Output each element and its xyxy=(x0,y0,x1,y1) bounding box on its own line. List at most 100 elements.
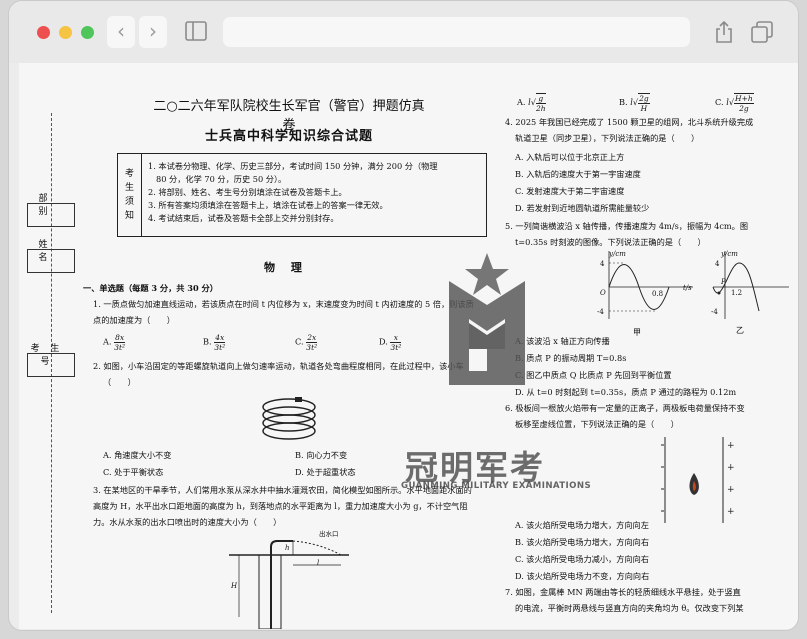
graph1-xlabel: t/s xyxy=(683,284,692,292)
q6-stem: 6. 极板间一根放火焰带有一定量的正离子，两极板电荷量保持不变 xyxy=(505,403,745,413)
fig-l-label: l xyxy=(317,559,320,567)
q6-option-d[interactable]: D. 该火焰所受电场力不变，方向向右 xyxy=(515,571,650,581)
graph1-top: 4 xyxy=(600,260,605,268)
guanming-logo-icon xyxy=(449,253,525,385)
exam-no-label: 考 生 号 xyxy=(30,344,64,367)
svg-text:+: + xyxy=(727,441,735,451)
q2-option-a[interactable]: A. 角速度大小不变 xyxy=(103,450,172,460)
dept-field[interactable] xyxy=(27,203,75,227)
graph1-ylabel: y/cm xyxy=(609,250,626,258)
q5-option-d[interactable]: D. 从 t=0 时刻起到 t=0.35s，质点 P 通过的路程为 0.12m xyxy=(515,387,737,397)
fig-h-label: h xyxy=(285,544,290,552)
water-pump-figure xyxy=(229,540,349,629)
name-label: 姓 名 xyxy=(38,240,56,263)
q5-stem-2: t=0.35s 时刻波的图像。下列说法正确的是（ ） xyxy=(515,237,706,247)
q5-option-b[interactable]: B. 质点 P 的振动周期 T=0.8s xyxy=(515,353,627,363)
browser-window: ‹ › 部 别 姓 名 考 生 号 二○二六年军队院校生长军官（警官）押题仿真卷… xyxy=(8,0,799,631)
q4-stem-2: 轨道卫星（同步卫星），下列说法正确的是（ ） xyxy=(515,133,700,143)
graph1-tick: 0.8 xyxy=(652,290,664,298)
q7-stem: 7. 如图，金属棒 MN 两端由等长的轻质细线水平悬挂，处于竖直 xyxy=(505,587,741,597)
wave-graph-yi xyxy=(712,251,789,319)
name-field[interactable] xyxy=(27,249,75,273)
q4-option-d[interactable]: D. 若发射到近地圆轨道所需能量较少 xyxy=(515,203,650,213)
q4-option-c[interactable]: C. 发射速度大于第二宇宙速度 xyxy=(515,186,625,196)
share-icon[interactable] xyxy=(714,21,734,43)
svg-text:+: + xyxy=(727,507,735,517)
exam-notice-box: 考 生 须 知 1. 本试卷分物理、化学、历史三部分，考试时间 150 分钟，满… xyxy=(117,153,487,237)
notice-item: 2. 将部别、姓名、考生号分别填涂在试卷及答题卡上。 xyxy=(148,187,347,197)
graph2-caption: 乙 xyxy=(736,326,744,335)
q7-stem-2: 的电流，平衡时两悬线与竖直方向的夹角均为 θ。仅改变下列某 xyxy=(515,603,744,613)
wave-graph-jia xyxy=(608,251,693,319)
q2-option-b[interactable]: B. 向心力不变 xyxy=(295,450,348,460)
sidebar-toggle-icon[interactable] xyxy=(185,21,207,41)
spiral-track-figure xyxy=(262,397,316,440)
q4-stem: 4. 2025 年我国已经完成了 1500 颗卫星的组网，北斗系统升级完成 xyxy=(505,117,754,127)
fig-H-label: H xyxy=(231,582,238,590)
exam-subtitle: 士兵高中科学知识综合试题 xyxy=(204,129,373,144)
outlet-label: 出水口 xyxy=(319,530,339,538)
notice-label: 考 生 须 知 xyxy=(118,154,142,236)
exam-document: 部 别 姓 名 考 生 号 二○二六年军队院校生长军官（警官）押题仿真卷 士兵高… xyxy=(19,63,798,629)
binding-line xyxy=(51,113,52,613)
q2-option-d[interactable]: D. 处于超重状态 xyxy=(295,467,356,477)
notice-item: 4. 考试结束后，试卷及答题卡全部上交并分别封存。 xyxy=(148,213,339,223)
q3-stem: 3. 在某地区的干旱季节，人们常用水泵从深水井中抽水灌溉农田，简化模型如图所示。… xyxy=(93,485,472,495)
notice-item: 1. 本试卷分物理、化学、历史三部分，考试时间 150 分钟，满分 200 分（… xyxy=(148,161,438,171)
maximize-window-button[interactable] xyxy=(81,26,94,39)
graph2-tick: 1.2 xyxy=(731,289,743,297)
q5-option-a[interactable]: A. 该波沿 x 轴正方向传播 xyxy=(515,336,610,346)
minimize-window-button[interactable] xyxy=(59,26,72,39)
graph1-origin: O xyxy=(600,289,606,297)
watermark-subtitle: GUANMING MILITARY EXAMINATIONS xyxy=(401,481,592,491)
exam-title: 二○二六年军队院校生长军官（警官）押题仿真卷 xyxy=(153,99,425,133)
q6-stem-2: 板移至虚线位置，下列说法正确的是（ ） xyxy=(515,419,679,429)
capacitor-flame-figure: + + + + xyxy=(661,437,735,523)
q6-option-a[interactable]: A. 该火焰所受电场力增大，方向向左 xyxy=(515,520,649,530)
graph1-caption: 甲 xyxy=(633,328,641,337)
graph2-bottom: -4 xyxy=(711,308,718,316)
forward-button[interactable]: › xyxy=(139,16,167,48)
q5-option-c[interactable]: C. 图乙中质点 Q 比质点 P 先回到平衡位置 xyxy=(515,370,672,380)
q5-stem: 5. 一列简谐横波沿 x 轴传播，传播速度为 4m/s，振幅为 4cm。图 xyxy=(505,221,749,231)
watermark-text: 冠明军考 xyxy=(405,448,545,487)
q4-option-b[interactable]: B. 入轨后的速度大于第一宇宙速度 xyxy=(515,169,641,179)
notice-items: 1. 本试卷分物理、化学、历史三部分，考试时间 150 分钟，满分 200 分（… xyxy=(148,160,480,225)
tabs-overview-icon[interactable] xyxy=(751,21,773,43)
back-button[interactable]: ‹ xyxy=(107,16,135,48)
graph1-bottom: -4 xyxy=(597,308,604,316)
close-window-button[interactable] xyxy=(37,26,50,39)
section-physics: 物 理 xyxy=(264,261,308,274)
q3-stem-3: 力。水从水泵的出水口喷出时的速度大小为（ ） xyxy=(93,517,282,527)
notice-item: 80 分，化学 70 分，历史 50 分）。 xyxy=(156,174,287,184)
dept-label: 部 别 xyxy=(38,194,56,217)
part1-heading: 一、单选题（每题 3 分，共 30 分） xyxy=(83,283,218,293)
notice-item: 3. 所有答案均须填涂在答题卡上，填涂在试卷上的答案一律无效。 xyxy=(148,200,388,210)
chevron-right-icon: › xyxy=(149,19,157,43)
q3-stem-2: 高度为 H，水平出水口距地面的高度为 h，到落地点的水平距离为 l，重力加速度大… xyxy=(93,501,468,511)
q2-stem-2: （ ） xyxy=(103,377,136,387)
q4-option-a[interactable]: A. 入轨后可以位于北京正上方 xyxy=(515,152,625,162)
q1-stem: 1. 一质点做匀加速直线运动，若该质点在时间 t 内位移为 x，末速度变为时间 … xyxy=(93,299,474,309)
browser-toolbar: ‹ › xyxy=(9,1,798,63)
address-bar[interactable] xyxy=(223,17,690,47)
svg-text:+: + xyxy=(727,463,735,473)
q6-option-c[interactable]: C. 该火焰所受电场力减小，方向向右 xyxy=(515,554,649,564)
q2-stem: 2. 如图，小车沿固定的等距螺旋轨道向上做匀速率运动，轨道各处弯曲程度相同，在此… xyxy=(93,361,464,371)
graph2-top: 4 xyxy=(715,260,720,268)
q2-option-c[interactable]: C. 处于平衡状态 xyxy=(103,467,164,477)
q1-stem-2: 点的加速度为（ ） xyxy=(93,315,175,325)
q6-option-b[interactable]: B. 该火焰所受电场力增大，方向向右 xyxy=(515,537,650,547)
graph2-p-label: P xyxy=(721,278,726,286)
graph2-ylabel: y/cm xyxy=(721,250,738,258)
chevron-left-icon: ‹ xyxy=(117,19,125,43)
svg-text:+: + xyxy=(727,485,735,495)
exam-no-field[interactable] xyxy=(27,353,75,377)
